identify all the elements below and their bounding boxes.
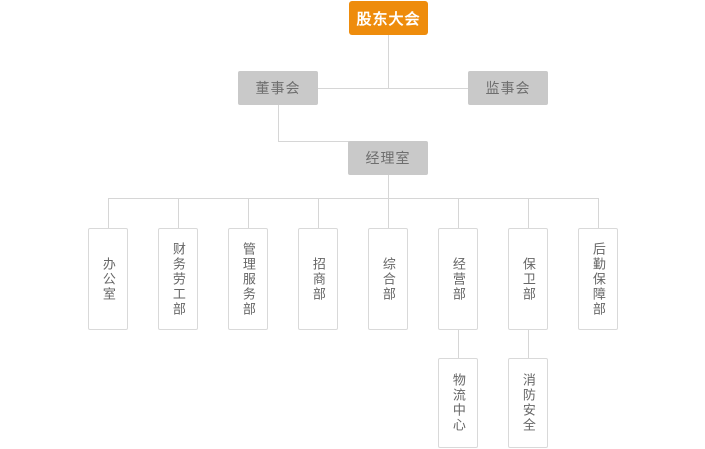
connector-department-bus: [108, 198, 598, 199]
node-shareholders-meeting-label: 股东大会: [356, 10, 421, 28]
connector-drop-dept-2: [178, 198, 179, 228]
node-shareholders-meeting[interactable]: 股东大会: [349, 1, 428, 35]
connector-security-to-fire-safety: [528, 330, 529, 358]
connector-drop-dept-4: [318, 198, 319, 228]
node-subdepartment-logistics-center[interactable]: 物流中心: [438, 358, 478, 448]
node-department-operations[interactable]: 经营部: [438, 228, 478, 330]
node-department-logistics-support[interactable]: 后勤保障部: [578, 228, 618, 330]
node-department-management-services[interactable]: 管理服务部: [228, 228, 268, 330]
node-department-office-label: 办公室: [100, 256, 116, 302]
connector-drop-dept-1: [108, 198, 109, 228]
connector-drop-dept-6: [458, 198, 459, 228]
connector-board-drop: [278, 105, 279, 142]
node-department-security[interactable]: 保卫部: [508, 228, 548, 330]
node-department-management-services-label: 管理服务部: [240, 241, 256, 317]
connector-manager-stem: [388, 175, 389, 198]
node-department-investment[interactable]: 招商部: [298, 228, 338, 330]
connector-drop-dept-7: [528, 198, 529, 228]
node-department-finance-labor[interactable]: 财务劳工部: [158, 228, 198, 330]
node-department-general-affairs-label: 综合部: [380, 256, 396, 302]
node-department-security-label: 保卫部: [520, 256, 536, 302]
node-department-office[interactable]: 办公室: [88, 228, 128, 330]
node-board-of-directors-label: 董事会: [255, 80, 301, 96]
node-subdepartment-fire-safety-label: 消防安全: [520, 373, 536, 433]
node-department-finance-labor-label: 财务劳工部: [170, 241, 186, 317]
node-subdepartment-fire-safety[interactable]: 消防安全: [508, 358, 548, 448]
connector-drop-dept-8: [598, 198, 599, 228]
node-board-of-directors[interactable]: 董事会: [238, 71, 318, 105]
node-board-of-supervisors[interactable]: 监事会: [468, 71, 548, 105]
connector-drop-dept-3: [248, 198, 249, 228]
connector-operations-to-logistics-center: [458, 330, 459, 358]
connector-board-to-manager: [278, 141, 349, 142]
node-department-logistics-support-label: 后勤保障部: [590, 241, 606, 317]
node-subdepartment-logistics-center-label: 物流中心: [450, 373, 466, 433]
node-manager-office[interactable]: 经理室: [348, 141, 428, 175]
connector-level2-bus: [318, 88, 468, 89]
node-department-investment-label: 招商部: [310, 256, 326, 302]
node-manager-office-label: 经理室: [365, 150, 411, 166]
node-department-general-affairs[interactable]: 综合部: [368, 228, 408, 330]
connector-root-stem: [388, 35, 389, 88]
node-department-operations-label: 经营部: [450, 256, 466, 302]
connector-drop-dept-5: [388, 198, 389, 228]
node-board-of-supervisors-label: 监事会: [485, 80, 531, 96]
